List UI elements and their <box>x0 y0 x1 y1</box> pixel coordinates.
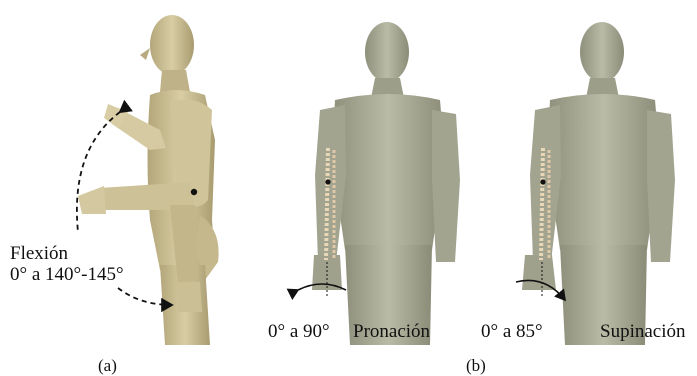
caption-b: (b) <box>466 357 486 374</box>
figure-b-pronation-body <box>312 22 460 345</box>
elbow-joint-marker <box>540 179 545 184</box>
figure-b-supination-body <box>522 22 675 345</box>
elbow-joint-marker <box>325 179 330 184</box>
pronation-label: Pronación <box>353 322 430 341</box>
flexion-label: Flexión <box>10 244 68 263</box>
forearm-bones <box>541 148 543 260</box>
forearm-bones <box>326 148 328 260</box>
caption-a: (a) <box>98 357 117 374</box>
flexion-range-label: 0° a 140°-145° <box>10 265 124 284</box>
figure-a-body <box>78 15 219 345</box>
elbow-joint-marker <box>191 189 197 195</box>
supination-range-label: 0° a 85° <box>481 322 543 341</box>
pronation-range-label: 0° a 90° <box>268 322 330 341</box>
supination-label: Supinación <box>600 322 686 341</box>
